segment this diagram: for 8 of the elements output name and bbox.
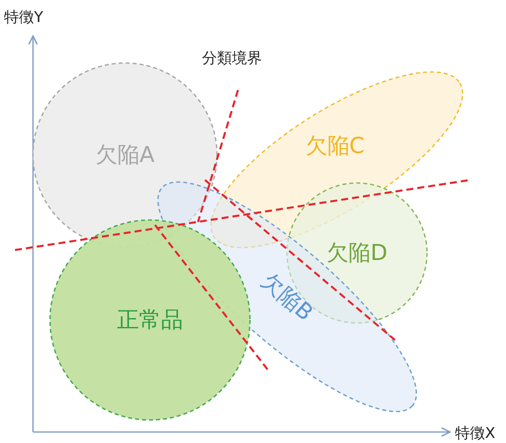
boundary-label: 分類境界 [202,49,262,68]
axis-label: 特徴X [455,424,496,443]
region-label: 欠陥C [305,132,365,161]
region-label: 正常品 [117,307,183,335]
region-label: 欠陥D [326,240,388,268]
region-label: 欠陥A [95,142,155,170]
axis-label: 特徴Y [4,8,44,27]
region-label: 欠陥B [255,268,318,328]
